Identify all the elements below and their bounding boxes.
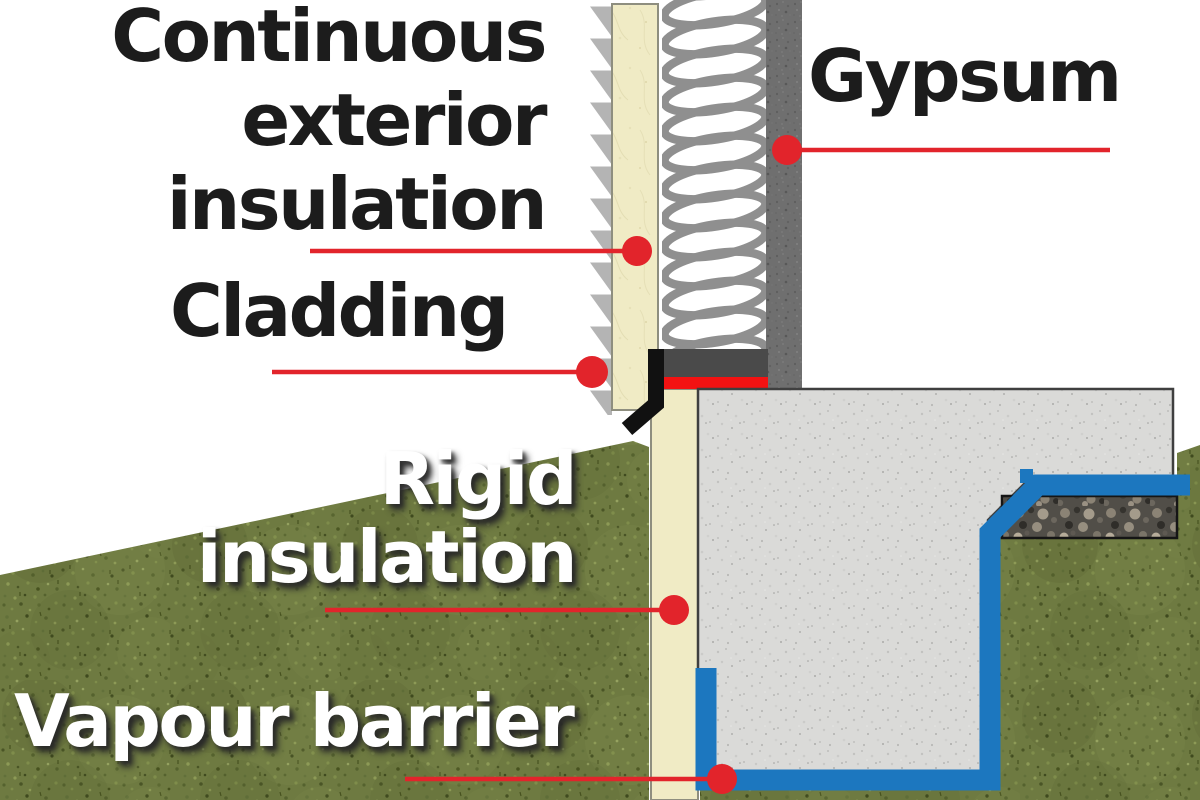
leader-lines (272, 135, 1110, 794)
rigid-insulation-layer (650, 388, 699, 800)
label-line: insulation (196, 515, 578, 599)
leader-dot-cladding (576, 356, 608, 388)
label-rigid-insulation: Rigid insulation (196, 437, 578, 599)
exterior-insulation-layer (611, 3, 659, 411)
leader-dot-continuous-insulation (622, 236, 652, 266)
leader-dot-rigid-insulation (659, 595, 689, 625)
grass-right-region (700, 445, 1200, 800)
label-cladding: Cladding (170, 269, 509, 353)
batt-insulation-coil (662, 0, 768, 350)
label-continuous-exterior-insulation: Continuous exterior insulation (111, 0, 548, 246)
sill-gasket (662, 377, 768, 389)
label-line: Rigid (379, 437, 578, 521)
label-line: exterior (241, 78, 547, 162)
grass-left-slope (0, 441, 649, 800)
leader-dot-gypsum (772, 135, 802, 165)
vapour-barrier-line (695, 474, 1190, 791)
cladding-layer (590, 6, 612, 415)
label-gypsum: Gypsum (808, 34, 1122, 118)
label-vapour-barrier: Vapour barrier (14, 679, 575, 763)
gypsum-layer (766, 0, 802, 389)
label-line: Continuous (111, 0, 547, 78)
sill-plate (662, 349, 768, 377)
flashing (621, 349, 664, 436)
label-line: insulation (166, 162, 548, 246)
leader-dot-vapour-barrier (707, 764, 737, 794)
